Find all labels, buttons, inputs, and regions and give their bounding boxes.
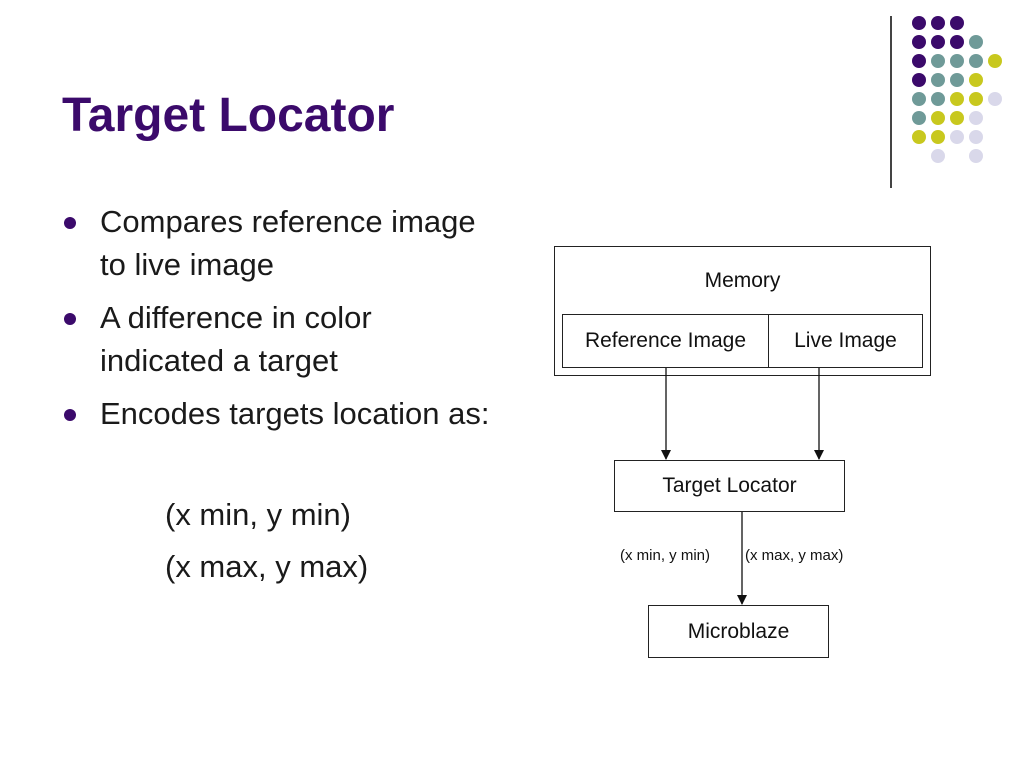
decorative-dot — [931, 35, 945, 49]
coordinate-max-text: (x max, y max) — [165, 549, 369, 584]
decorative-dot — [950, 35, 964, 49]
decorative-dot — [931, 54, 945, 68]
decorative-dot — [912, 130, 926, 144]
target-locator-box: Target Locator — [614, 460, 845, 512]
bullet-item: Encodes targets location as: — [62, 392, 492, 435]
microblaze-label: Microblaze — [687, 619, 790, 643]
decorative-dot — [969, 92, 983, 106]
decorative-dot — [969, 111, 983, 125]
bullet-list: Compares reference image to live image A… — [62, 200, 492, 445]
decorative-dot — [912, 54, 926, 68]
microblaze-box: Microblaze — [648, 605, 829, 658]
bullet-dot-icon — [64, 313, 76, 325]
edge-label-min: (x min, y min) — [620, 547, 710, 564]
decorative-dot — [969, 73, 983, 87]
edge-label-max: (x max, y max) — [745, 547, 844, 564]
decorative-dot — [931, 149, 945, 163]
arrowhead-microblaze — [737, 595, 747, 605]
arrowhead-live — [814, 450, 824, 460]
bullet-item: Compares reference image to live image — [62, 200, 492, 286]
bullet-dot-icon — [64, 409, 76, 421]
decorative-dot — [912, 35, 926, 49]
decorative-dot — [950, 130, 964, 144]
decorative-dot — [950, 54, 964, 68]
decorative-dot — [950, 92, 964, 106]
bullet-text: A difference in color indicated a target — [100, 300, 372, 378]
decorative-dot — [950, 16, 964, 30]
slide-title: Target Locator — [62, 89, 395, 142]
reference-image-label: Reference Image — [584, 329, 747, 352]
arrowhead-reference — [661, 450, 671, 460]
decorative-dot — [988, 54, 1002, 68]
decorative-dot — [969, 149, 983, 163]
decorative-dot — [931, 16, 945, 30]
decorative-dot — [912, 92, 926, 106]
decorative-dot — [969, 35, 983, 49]
memory-label: Memory — [704, 269, 781, 292]
decorative-divider-line — [890, 16, 892, 188]
decorative-dot — [931, 111, 945, 125]
decorative-dot — [969, 130, 983, 144]
bullet-dot-icon — [64, 217, 76, 229]
decorative-dot — [988, 92, 1002, 106]
decorative-dot-grid — [912, 16, 1002, 163]
decorative-dot — [931, 130, 945, 144]
bullet-item: A difference in color indicated a target — [62, 296, 492, 382]
target-locator-label: Target Locator — [662, 474, 797, 497]
live-image-box: Live Image — [768, 314, 923, 368]
decorative-dot — [950, 73, 964, 87]
decorative-dot — [931, 73, 945, 87]
decorative-dot — [912, 73, 926, 87]
coordinate-min-text: (x min, y min) — [165, 497, 351, 532]
decorative-dot — [931, 92, 945, 106]
decorative-dot — [912, 16, 926, 30]
decorative-dot — [969, 54, 983, 68]
bullet-text: Encodes targets location as: — [100, 396, 490, 431]
live-image-label: Live Image — [794, 329, 897, 352]
decorative-dot — [950, 111, 964, 125]
reference-image-box: Reference Image — [562, 314, 769, 368]
bullet-text: Compares reference image to live image — [100, 204, 476, 282]
decorative-dot — [912, 111, 926, 125]
